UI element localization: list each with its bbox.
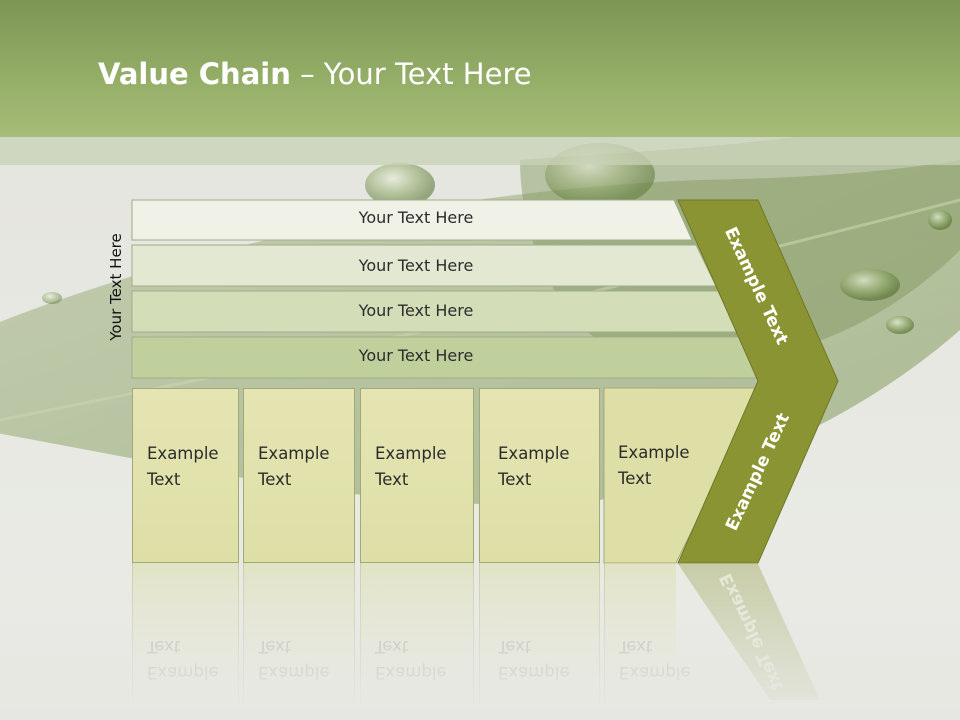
slide-title: Value Chain – Your Text Here [98, 52, 532, 96]
column-4-line2: Text [498, 470, 532, 489]
column-2-line1: Example [258, 444, 330, 463]
column-4-label: Example Text [498, 441, 570, 493]
support-bar-1 [131, 199, 693, 241]
header-band [0, 0, 960, 137]
column-2-label: Example Text [258, 441, 330, 493]
column-1-line2: Text [147, 470, 181, 489]
primary-column-4: Example Text [479, 388, 600, 563]
bar-2-label: Your Text Here [358, 256, 474, 275]
column-3-line2: Text [375, 470, 409, 489]
primary-column-3: Example Text [360, 388, 474, 563]
column-5-line2: Text [618, 469, 652, 488]
column-1-line1: Example [147, 444, 219, 463]
column-5-label: Example Text [618, 440, 690, 492]
primary-column-5: Example Text [604, 388, 754, 563]
header-sub-band [0, 137, 960, 165]
title-bold-text: Value Chain [98, 57, 291, 91]
title-rest-text: – Your Text Here [290, 57, 532, 91]
bar-4-label: Your Text Here [358, 346, 474, 365]
column-5-line1: Example [618, 443, 690, 462]
bar-1-label: Your Text Here [358, 208, 474, 227]
primary-column-1: Example Text [132, 388, 239, 563]
column-2-line2: Text [258, 470, 292, 489]
primary-column-2: Example Text [243, 388, 355, 563]
bar-3-label: Your Text Here [358, 301, 474, 320]
column-1-label: Example Text [147, 441, 219, 493]
reflection-fade [0, 563, 960, 720]
column-3-line1: Example [375, 444, 447, 463]
column-3-label: Example Text [375, 441, 447, 493]
column-4-line1: Example [498, 444, 570, 463]
